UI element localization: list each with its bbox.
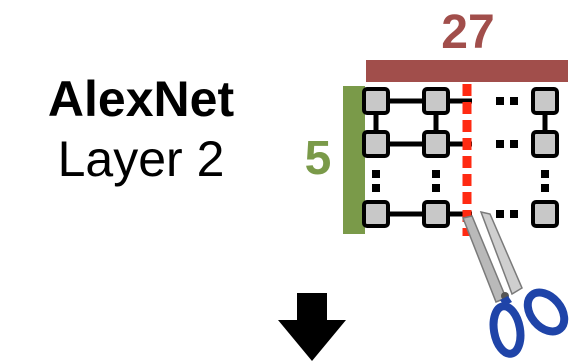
grid-node (531, 130, 559, 158)
grid-nodes (362, 87, 559, 228)
grid-connections (373, 98, 548, 217)
arrow-down-icon (278, 293, 346, 361)
scissors-icon (461, 210, 569, 358)
title-alexnet: AlexNet (47, 71, 235, 127)
grid-node (422, 87, 450, 115)
grid-node (531, 87, 559, 115)
grid-node (531, 200, 559, 228)
grid-node (362, 130, 390, 158)
grid-node (422, 200, 450, 228)
width-label: 27 (441, 6, 495, 59)
grid-node (362, 200, 390, 228)
grid-node (422, 130, 450, 158)
height-label: 5 (304, 132, 332, 185)
height-bar (343, 86, 365, 234)
grid-node (362, 87, 390, 115)
title-layer: Layer 2 (57, 131, 225, 187)
continuation-dots (372, 97, 549, 218)
width-bar (366, 60, 568, 82)
